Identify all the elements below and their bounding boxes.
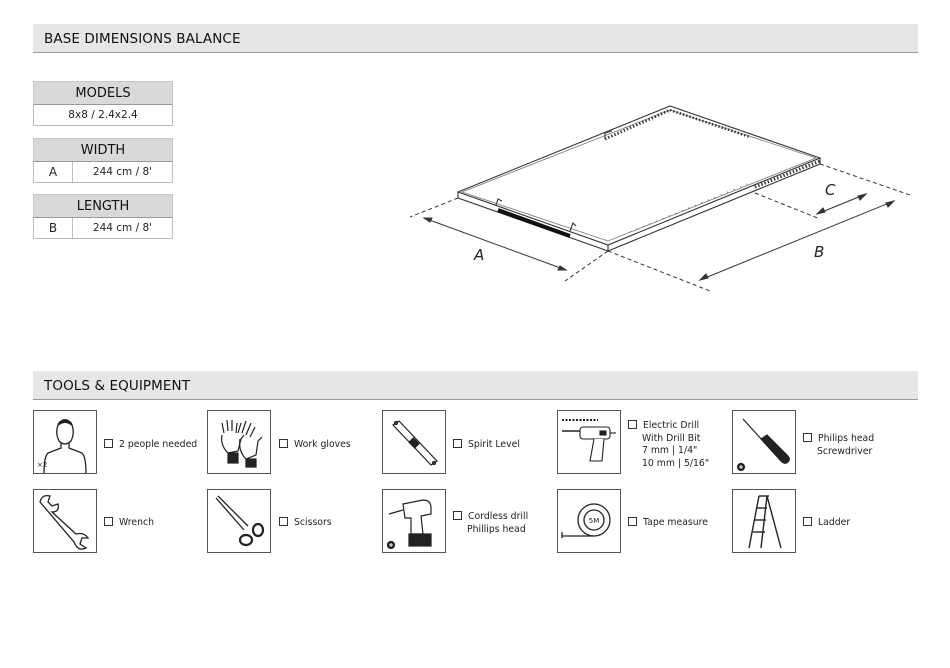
screwdriver-icon bbox=[736, 418, 790, 472]
checkbox[interactable] bbox=[104, 439, 113, 448]
quantity-badge: ×2 bbox=[37, 461, 48, 469]
hole-row bbox=[629, 182, 751, 233]
models-value: 8x8 / 2.4x2.4 bbox=[68, 109, 138, 121]
section-title: TOOLS & EQUIPMENT bbox=[44, 378, 191, 394]
tape-measure-icon: 5M bbox=[561, 503, 611, 538]
tool-box-wrench bbox=[33, 489, 97, 553]
length-value: 244 cm / 8' bbox=[92, 222, 153, 234]
tool-label-wrench: Wrench bbox=[104, 517, 154, 530]
checkbox[interactable] bbox=[628, 517, 637, 526]
tape-length-badge: 5M bbox=[589, 517, 600, 525]
section-header-tools: TOOLS & EQUIPMENT bbox=[33, 371, 918, 400]
frame-outline bbox=[456, 105, 822, 246]
perforated-rail-right bbox=[754, 159, 821, 189]
width-value: 244 cm / 8' bbox=[92, 166, 153, 178]
tool-box-ladder bbox=[732, 489, 796, 553]
tool-label-ladder: Ladder bbox=[803, 517, 850, 530]
electric-drill-icon bbox=[562, 419, 616, 462]
tool-box-screwdriver bbox=[732, 410, 796, 474]
tool-label-spirit-level: Spirit Level bbox=[453, 439, 520, 452]
dim-extension-b-left bbox=[607, 250, 711, 292]
spirit-level-icon bbox=[392, 420, 438, 466]
dim-extension-b-right bbox=[819, 163, 911, 196]
checkbox[interactable] bbox=[803, 433, 812, 442]
checkbox[interactable] bbox=[104, 517, 113, 526]
dim-line-b bbox=[699, 200, 895, 281]
tool-box-tape-measure: 5M bbox=[557, 489, 621, 553]
wrench-icon bbox=[39, 494, 90, 550]
tool-box-cordless-drill bbox=[382, 489, 446, 553]
tool-label-screwdriver: Philips head Screwdriver bbox=[803, 433, 874, 458]
models-spec-table: MODELS 8x8 / 2.4x2.4 bbox=[33, 81, 173, 126]
tool-label-electric-drill: Electric Drill With Drill Bit 7 mm | 1/4… bbox=[628, 420, 709, 470]
dim-extension-c bbox=[754, 192, 821, 220]
tool-box-scissors bbox=[207, 489, 271, 553]
base-frame-diagram: A B C bbox=[409, 105, 911, 292]
width-spec-table: WIDTH A 244 cm / 8' bbox=[33, 138, 173, 183]
length-spec-table: LENGTH B 244 cm / 8' bbox=[33, 194, 173, 239]
length-header: LENGTH bbox=[33, 194, 173, 217]
section-header-base-dimensions: BASE DIMENSIONS BALANCE bbox=[33, 24, 918, 53]
dim-arrow-a-start bbox=[422, 217, 433, 223]
dim-arrow-a-end bbox=[557, 265, 568, 271]
perforated-rail-back bbox=[669, 108, 751, 139]
dim-line-c bbox=[816, 193, 867, 215]
checkbox[interactable] bbox=[453, 511, 462, 520]
length-letter: B bbox=[34, 218, 73, 238]
dim-label-c: C bbox=[825, 181, 836, 199]
tool-label-cordless-drill: Cordless drill Phillips head bbox=[453, 511, 528, 536]
dim-label-a: A bbox=[473, 246, 484, 264]
tool-label-people: 2 people needed bbox=[104, 439, 197, 452]
dim-line-a bbox=[423, 217, 567, 271]
section-title: BASE DIMENSIONS BALANCE bbox=[44, 31, 241, 47]
bracket-right bbox=[569, 222, 577, 232]
tool-box-spirit-level bbox=[382, 410, 446, 474]
dim-arrow-c-end bbox=[857, 193, 868, 201]
dim-label-b: B bbox=[814, 243, 824, 261]
joint-bar-front bbox=[497, 208, 571, 238]
checkbox[interactable] bbox=[279, 439, 288, 448]
frame-inner-edge bbox=[460, 109, 818, 242]
bracket-left bbox=[495, 198, 503, 206]
gloves-icon bbox=[221, 419, 263, 468]
scissors-icon bbox=[215, 495, 265, 547]
checkbox[interactable] bbox=[628, 420, 637, 429]
ladder-icon bbox=[748, 495, 782, 549]
models-header: MODELS bbox=[33, 81, 173, 104]
person-icon bbox=[43, 419, 87, 473]
checkbox[interactable] bbox=[279, 517, 288, 526]
checkbox[interactable] bbox=[803, 517, 812, 526]
width-row: A 244 cm / 8' bbox=[33, 161, 173, 183]
bracket-top bbox=[604, 130, 613, 139]
width-header: WIDTH bbox=[33, 138, 173, 161]
dim-extension-a-left bbox=[409, 197, 459, 218]
tool-box-people: ×2 bbox=[33, 410, 97, 474]
length-row: B 244 cm / 8' bbox=[33, 217, 173, 239]
width-letter: A bbox=[34, 162, 73, 182]
models-row: 8x8 / 2.4x2.4 bbox=[33, 104, 173, 126]
tool-box-electric-drill bbox=[557, 410, 621, 474]
dim-extension-a-right bbox=[564, 250, 609, 282]
dim-arrow-b-end bbox=[885, 200, 896, 208]
tool-label-tape-measure: Tape measure bbox=[628, 517, 708, 530]
cordless-drill-icon bbox=[386, 499, 432, 550]
tool-label-scissors: Scissors bbox=[279, 517, 332, 530]
tool-box-gloves bbox=[207, 410, 271, 474]
dim-arrow-c-start bbox=[815, 207, 826, 215]
dim-arrow-b-start bbox=[698, 273, 709, 281]
tool-label-gloves: Work gloves bbox=[279, 439, 351, 452]
checkbox[interactable] bbox=[453, 439, 462, 448]
